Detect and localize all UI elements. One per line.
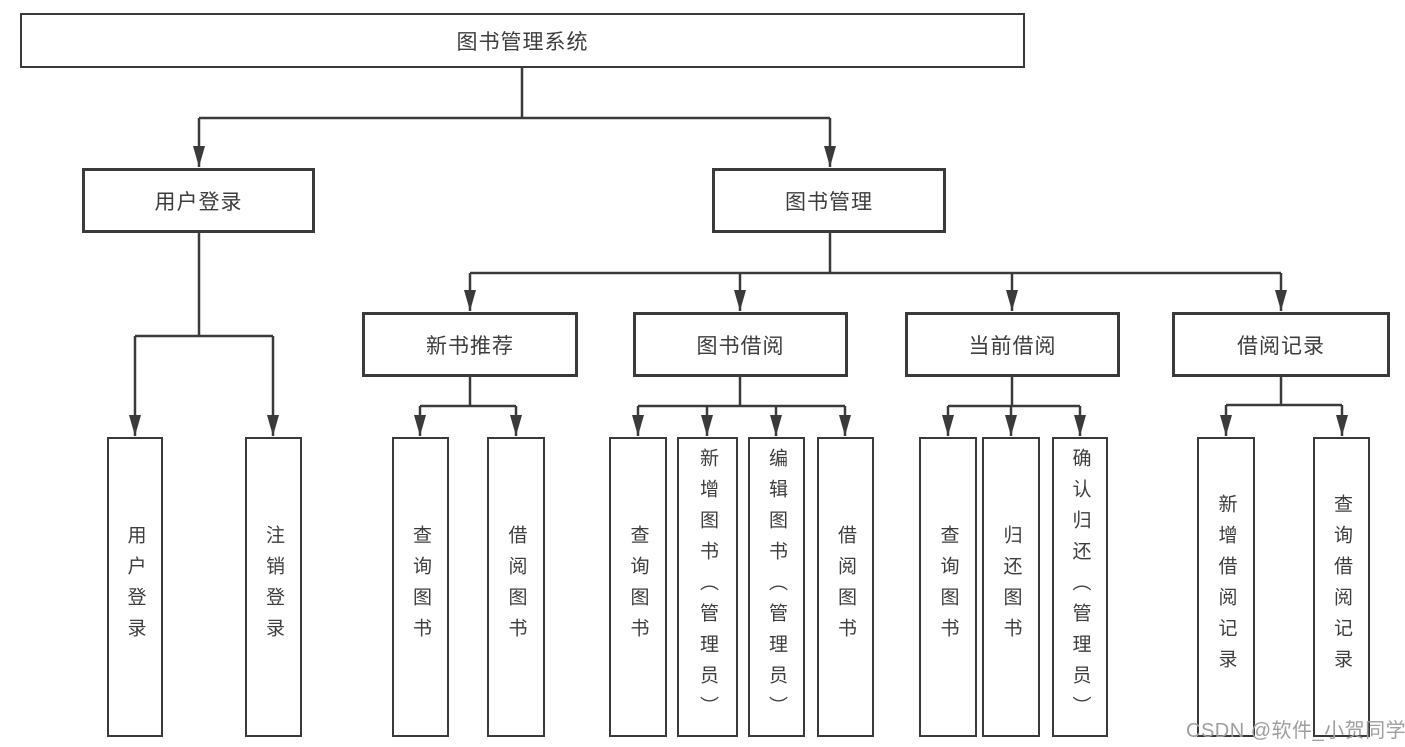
leaf-query-borrow-record: 查询借阅记录	[1313, 437, 1370, 737]
leaf-label: 确认归还（管理员）	[1069, 447, 1091, 727]
connector-records-split	[1226, 377, 1342, 407]
leaf-confirm-return-admin: 确认归还（管理员）	[1052, 437, 1108, 737]
leaf-label: 借阅图书	[505, 525, 527, 649]
leaf-borrow-books: 借阅图书	[817, 437, 874, 737]
leaf-label: 新增图书（管理员）	[697, 447, 718, 727]
leaf-add-books-admin: 新增图书（管理员）	[677, 437, 738, 737]
leaf-label: 借阅图书	[835, 525, 856, 649]
node-book-borrow: 图书借阅	[633, 312, 848, 377]
leaf-edit-books-admin: 编辑图书（管理员）	[748, 437, 805, 737]
node-borrow-records: 借阅记录	[1172, 312, 1390, 377]
leaf-label: 查询图书	[627, 525, 649, 649]
leaf-label: 编辑图书（管理员）	[766, 447, 787, 727]
node-new-book-recommend: 新书推荐	[362, 312, 578, 377]
connector-book-management-split	[470, 233, 1281, 275]
connector-recommend-split	[420, 377, 516, 408]
leaf-return-books: 归还图书	[982, 437, 1040, 737]
node-current-borrow: 当前借阅	[905, 312, 1120, 377]
connector-root-split	[199, 68, 830, 120]
node-book-management-system: 图书管理系统	[20, 13, 1025, 68]
leaf-label: 归还图书	[1000, 525, 1022, 649]
leaf-label: 查询借阅记录	[1331, 494, 1352, 680]
leaf-label: 查询图书	[937, 525, 959, 649]
leaf-query-books-recommend: 查询图书	[392, 437, 449, 737]
leaf-query-books-borrow: 查询图书	[609, 437, 667, 737]
leaf-label: 注销登录	[263, 525, 284, 649]
leaf-label: 查询图书	[410, 525, 431, 649]
connector-book-borrow-split	[638, 377, 845, 408]
node-user-login: 用户登录	[82, 168, 315, 233]
leaf-logout: 注销登录	[245, 437, 302, 737]
leaf-add-borrow-record: 新增借阅记录	[1197, 437, 1255, 737]
leaf-borrow-books-recommend: 借阅图书	[487, 437, 545, 737]
leaf-query-books-current: 查询图书	[919, 437, 977, 737]
node-book-management: 图书管理	[712, 168, 946, 233]
leaf-label: 用户登录	[124, 525, 146, 649]
connector-user-login-split	[135, 233, 273, 338]
connector-current-borrow-split	[948, 377, 1080, 408]
leaf-user-login: 用户登录	[107, 437, 163, 737]
watermark: CSDN @软件_小贺同学	[1186, 720, 1405, 742]
leaf-label: 新增借阅记录	[1215, 494, 1237, 680]
